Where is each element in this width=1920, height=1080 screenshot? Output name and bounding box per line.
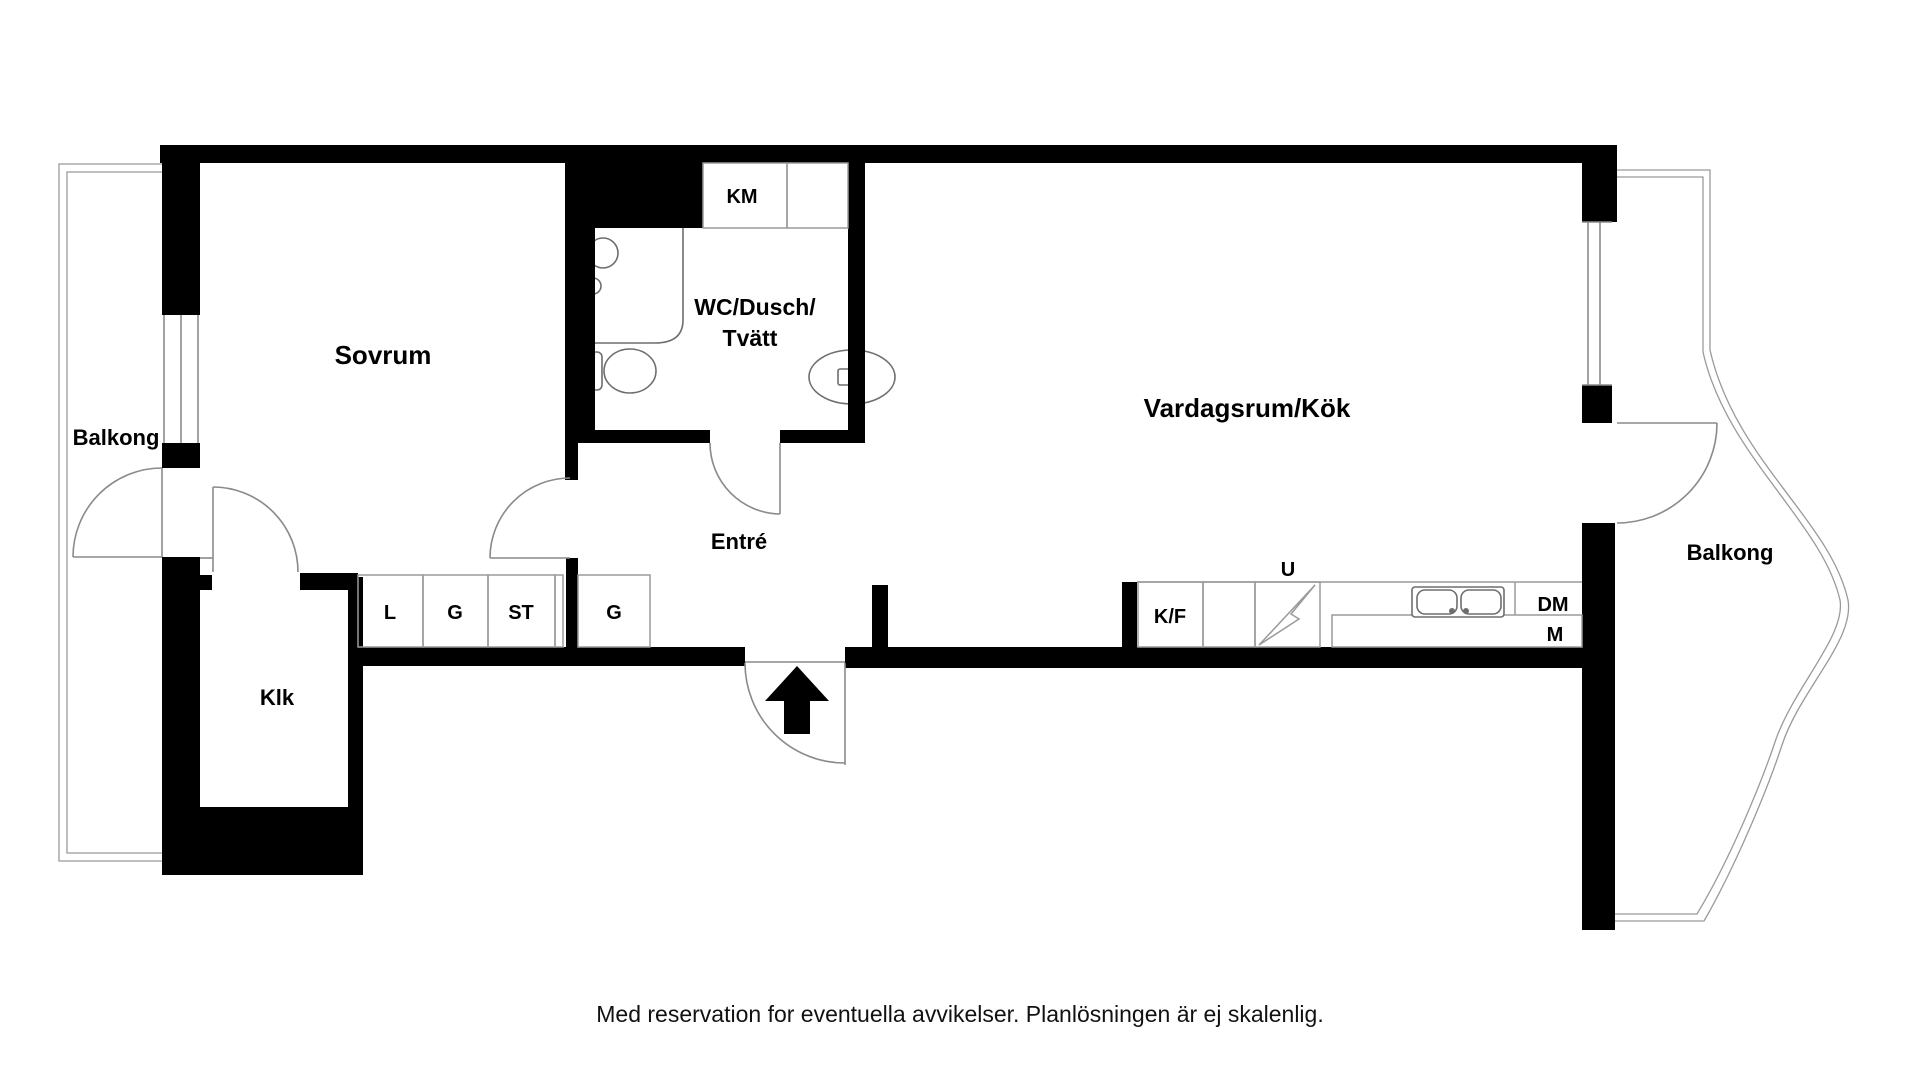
wall-bottom-closets	[358, 647, 745, 666]
balcony-left-inner-line	[66, 171, 162, 854]
balcony-left-outer-line	[58, 163, 162, 862]
micro-label: M	[1547, 624, 1564, 646]
wall-closet-nub	[200, 575, 212, 590]
door-swing-arc	[744, 662, 846, 764]
sink-tap-dot	[1449, 608, 1455, 614]
wall-bath-left	[565, 228, 595, 443]
wall-bath-chunk	[565, 163, 703, 228]
balcony-right-outer-line	[1615, 169, 1850, 922]
oven-label: U	[1281, 559, 1295, 581]
bathroom-cabinets	[702, 162, 849, 229]
entrance-arrow-icon	[765, 666, 829, 734]
disclaimer-text: Med reservation for eventuella avvikelse…	[596, 1001, 1323, 1027]
wall-right-upper	[1582, 145, 1617, 222]
bedroom-door	[489, 477, 571, 559]
cabinet-st-label: ST	[508, 602, 534, 624]
kitchen-sink-icon	[1411, 586, 1505, 618]
entry-label: Entré	[711, 529, 767, 554]
door-swing-arc	[1616, 422, 1718, 524]
wall-bedroom-entry	[566, 558, 578, 663]
sink-tap-dot	[1463, 608, 1469, 614]
balcony-left-door	[72, 467, 163, 558]
wall-entry-living-stub	[872, 585, 888, 650]
balcony-right-label: Balkong	[1687, 540, 1774, 565]
toilet-bowl-icon	[603, 348, 657, 394]
bathroom-door	[709, 442, 781, 515]
wall-bath-bottom-left	[565, 430, 710, 443]
bathroom-label-line2: Tvätt	[723, 325, 778, 351]
wall-bottom-right	[845, 647, 1612, 668]
wall-left-upper	[162, 145, 200, 315]
fridge-freezer-label: K/F	[1154, 606, 1186, 628]
closet-klk-door	[200, 486, 299, 573]
closet-row	[357, 574, 651, 648]
closet-filler-strip	[554, 574, 564, 648]
bathroom-label-line1: WC/Dusch/	[694, 294, 816, 320]
wardrobe-2-label: G	[606, 602, 622, 624]
wardrobe-1-label: G	[447, 602, 463, 624]
wall-top	[160, 145, 1617, 163]
wall-right-mid	[1582, 385, 1612, 423]
closet-klk-label: Klk	[260, 685, 295, 710]
bedroom-window	[163, 315, 199, 443]
wall-closet-top	[300, 573, 358, 590]
wall-bottom-left-block	[162, 807, 363, 875]
shower-enclosure-line	[595, 228, 684, 344]
door-swing-arc	[72, 467, 163, 558]
kitchen-units	[1137, 581, 1583, 648]
cabinet-l-label: L	[384, 602, 396, 624]
stove-zigzag-icon	[1258, 584, 1316, 646]
kitchen-bench-box	[1331, 614, 1583, 648]
balcony-right-outline	[1615, 169, 1850, 922]
living-window	[1582, 221, 1612, 386]
door-swing-arc	[489, 477, 571, 559]
wall-bath-bottom-right	[780, 430, 865, 443]
door-swing-arc	[212, 486, 299, 573]
bathroom-cabinet-box	[786, 162, 849, 229]
dishwasher-label: DM	[1537, 594, 1568, 616]
entrance-door	[744, 661, 846, 765]
wall-right-lower	[1582, 523, 1615, 930]
sink-basin-left	[1416, 589, 1458, 615]
living-kitchen-label: Vardagsrum/Kök	[1144, 393, 1351, 423]
sink-basin-right	[1460, 589, 1502, 615]
oven-box	[1254, 581, 1321, 648]
kitchen-cabinet-box	[1202, 581, 1256, 648]
walls	[160, 145, 1617, 930]
balcony-left-outline	[58, 163, 162, 862]
closet-box-g2	[577, 574, 651, 648]
bedroom-label: Sovrum	[335, 340, 432, 370]
wall-left-window-block	[162, 443, 200, 468]
wall-kitchen-stub	[1122, 582, 1137, 647]
wall-closet-right	[348, 577, 363, 809]
wall-bath-right	[848, 163, 865, 443]
door-swing-arc	[709, 442, 781, 515]
balcony-right-inner-line	[1615, 176, 1842, 915]
wall-bedroom-door-stub	[565, 430, 578, 480]
balcony-right-door	[1616, 422, 1718, 524]
balcony-left-label: Balkong	[73, 425, 160, 450]
washing-machine-label: KM	[726, 186, 757, 208]
